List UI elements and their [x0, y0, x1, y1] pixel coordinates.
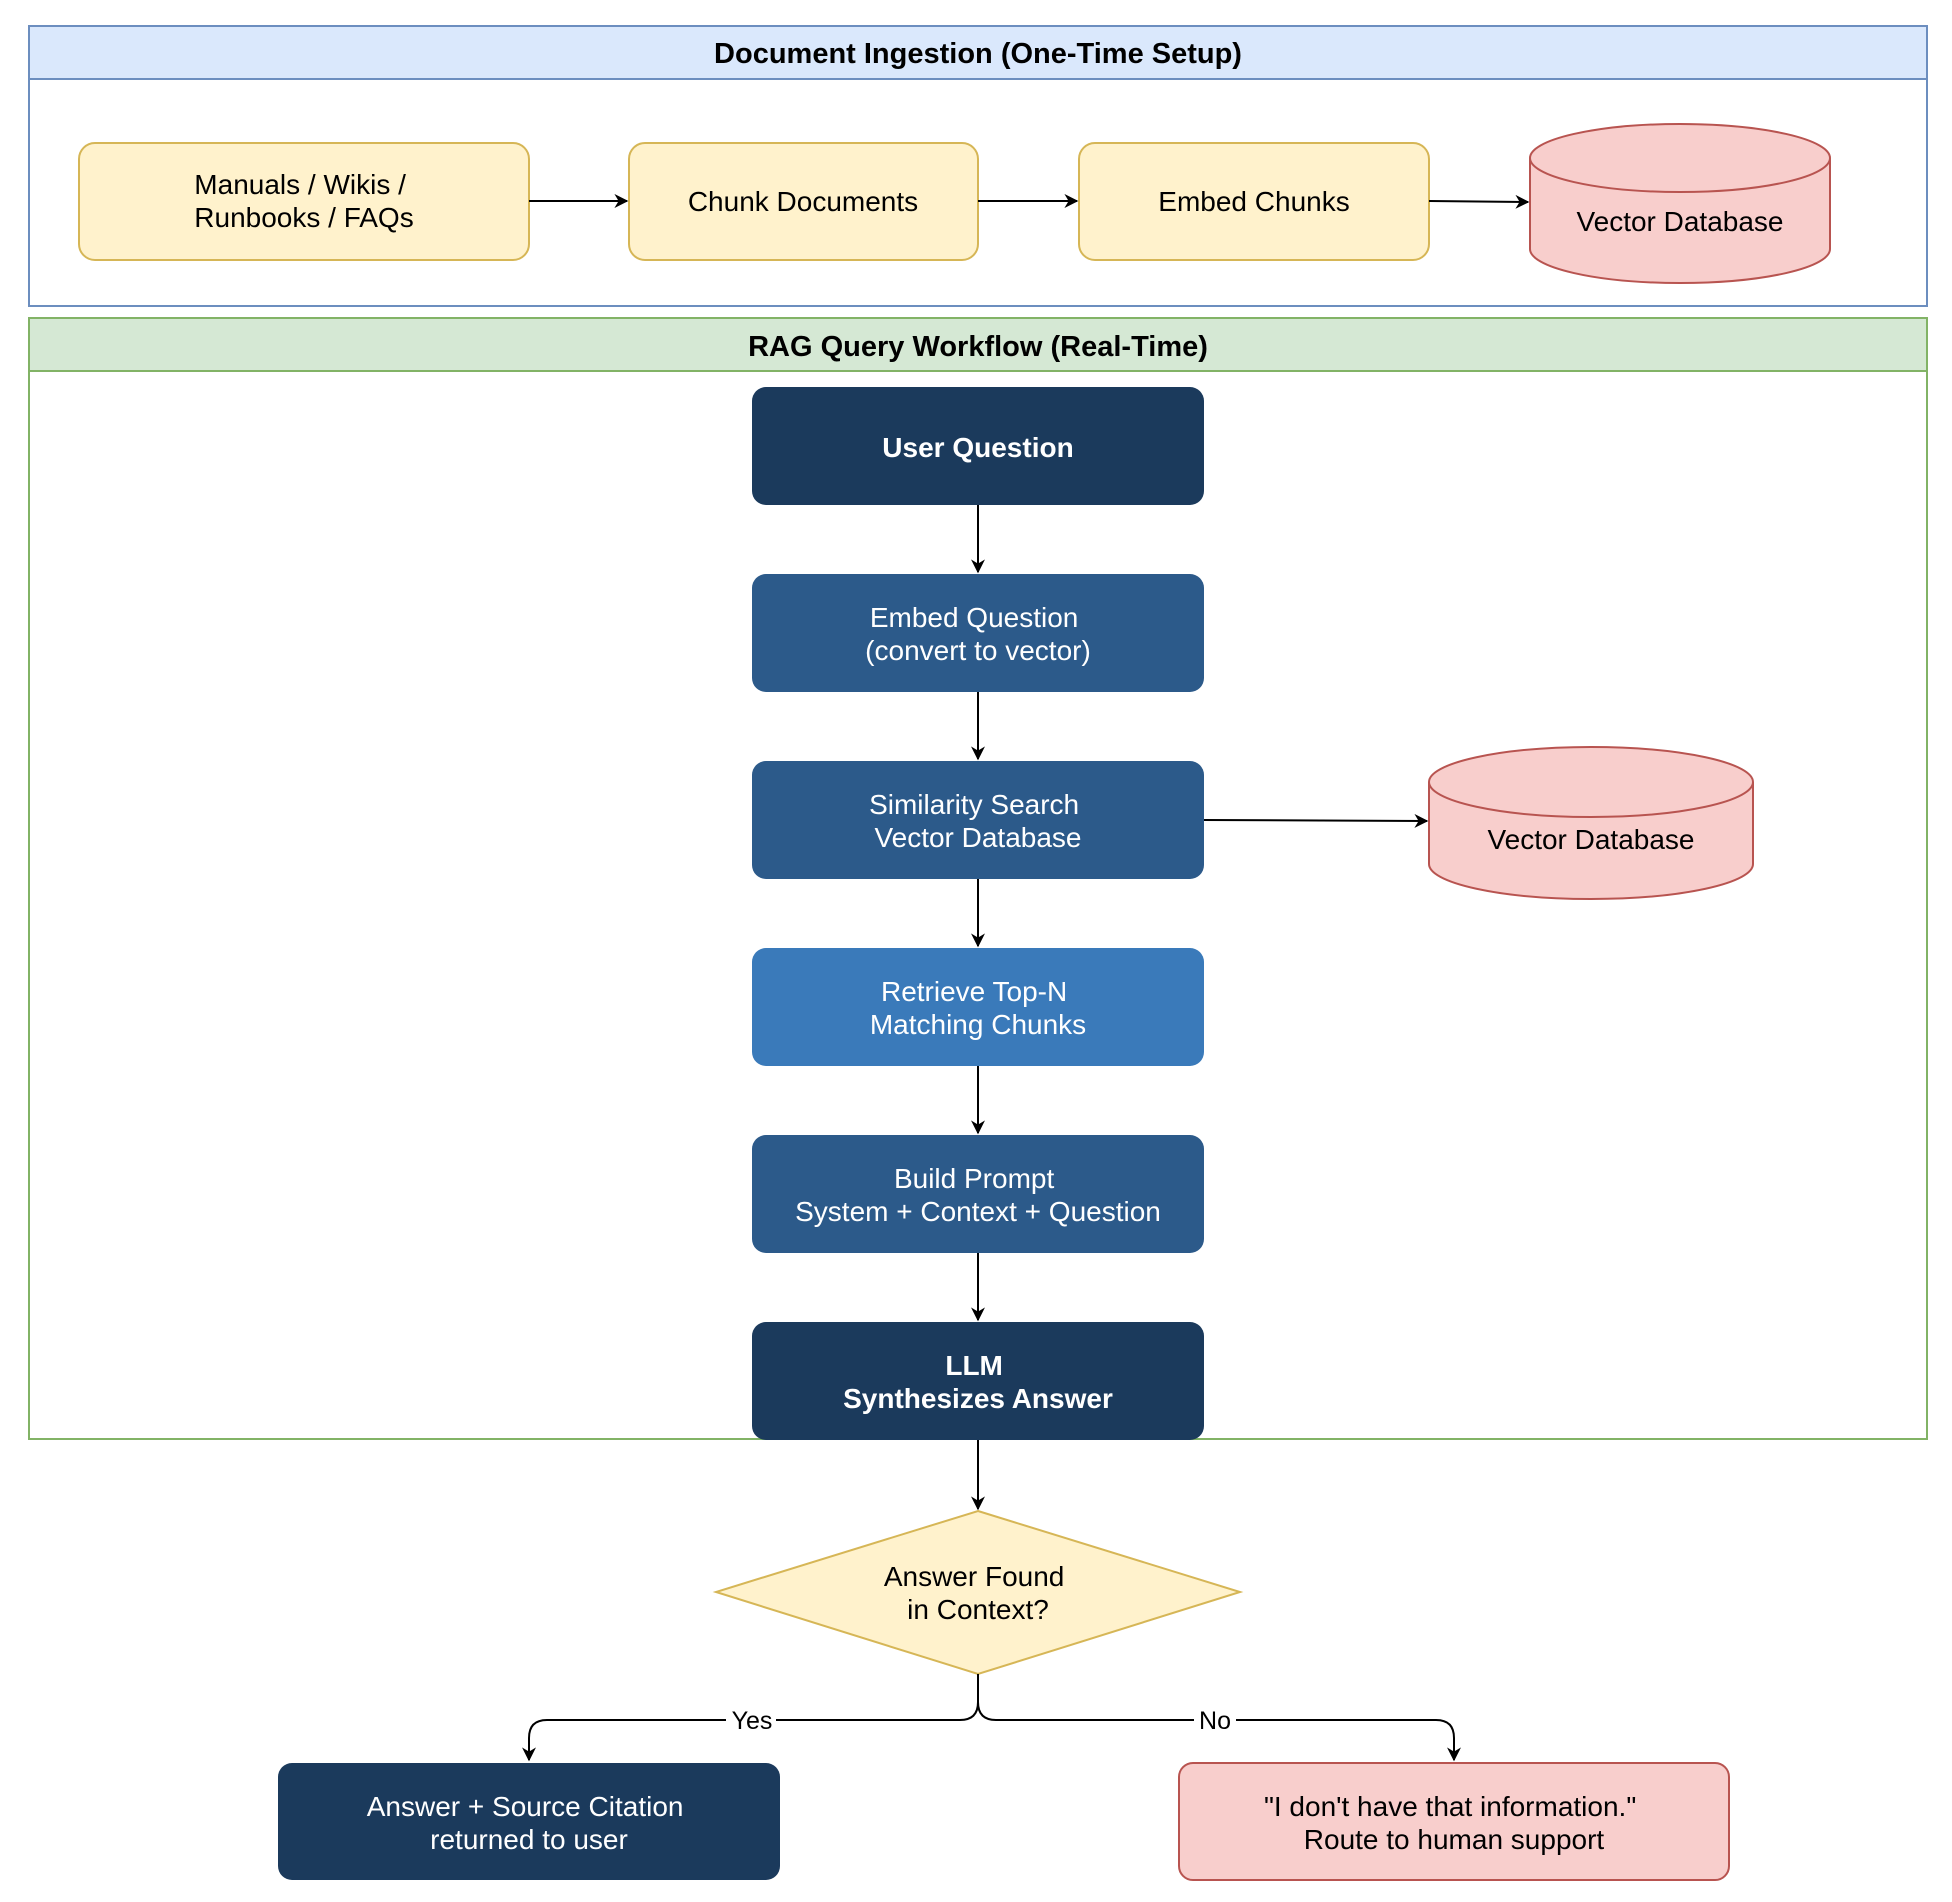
no-label: No [1199, 1707, 1231, 1735]
node-vector-database-ingestion: Vector Database [1529, 123, 1831, 284]
svg-text:Similarity Search Vector: Similarity Search Vector Database [869, 789, 1087, 853]
llm-line-2: Synthesizes Answer [843, 1383, 1113, 1414]
node-similarity-search: Similarity Search Vector Database [752, 761, 1204, 879]
no-result-line-1: "I don't have that information." [1264, 1791, 1636, 1822]
node-retrieve-top-n: Retrieve Top-N Matching Chunks [752, 948, 1204, 1066]
yes-result-line-2: returned to user [430, 1824, 628, 1855]
build-prompt-line-1: Build Prompt [894, 1163, 1055, 1194]
embed-question-line-2: (convert to vector) [865, 635, 1091, 666]
similarity-search-line-2: Vector Database [874, 822, 1081, 853]
query-title: RAG Query Workflow (Real-Time) [748, 331, 1208, 363]
sources-line-2: Runbooks / FAQs [194, 202, 413, 233]
retrieve-line-2: Matching Chunks [870, 1009, 1086, 1040]
node-decision: Answer Found in Context? [712, 1509, 1244, 1676]
vector-database-label-2: Vector Database [1487, 824, 1694, 855]
ingestion-title: Document Ingestion (One-Time Setup) [714, 38, 1242, 70]
arrow-embed-vectordb [1428, 194, 1530, 209]
embed-chunks-label: Embed Chunks [1158, 186, 1349, 217]
node-llm: LLM Synthesizes Answer [752, 1322, 1204, 1440]
svg-text:Answer + Source Citation: Answer + Source Citation returned to use… [367, 1791, 692, 1855]
decision-line-2: in Context? [907, 1594, 1049, 1625]
svg-text:"I don't have that information: "I don't have that information." Route t… [1264, 1791, 1644, 1855]
llm-line-1: LLM [945, 1350, 1003, 1381]
node-embed-chunks: Embed Chunks [1078, 142, 1430, 261]
svg-text:Embed Question (convert: Embed Question (convert to vector) [865, 602, 1091, 666]
node-no-result: "I don't have that information." Route t… [1178, 1762, 1730, 1881]
no-result-line-2: Route to human support [1304, 1824, 1605, 1855]
svg-text:Retrieve Top-N Matching: Retrieve Top-N Matching Chunks [870, 976, 1086, 1040]
node-sources: Manuals / Wikis / Runbooks / FAQs [78, 142, 530, 261]
svg-text:LLM Synthesizes Answer: LLM Synthesizes Answer [843, 1350, 1113, 1414]
svg-text:Answer Found in Context?: Answer Found in Context? [884, 1561, 1072, 1625]
svg-text:Build Prompt System + Co: Build Prompt System + Context + Question [795, 1163, 1161, 1227]
decision-line-1: Answer Found [884, 1561, 1065, 1592]
similarity-search-line-1: Similarity Search [869, 789, 1079, 820]
embed-question-line-1: Embed Question [870, 602, 1079, 633]
svg-text:Manuals / Wikis / Runboo: Manuals / Wikis / Runbooks / FAQs [194, 169, 413, 233]
vector-database-label-1: Vector Database [1576, 206, 1783, 237]
sources-line-1: Manuals / Wikis / [194, 169, 406, 200]
node-chunk-documents: Chunk Documents [628, 142, 979, 261]
build-prompt-line-2: System + Context + Question [795, 1196, 1161, 1227]
user-question-label: User Question [882, 432, 1073, 463]
yes-label: Yes [732, 1707, 773, 1735]
arrow-similarity-vectordb [1203, 813, 1429, 828]
node-yes-result: Answer + Source Citation returned to use… [278, 1763, 780, 1880]
retrieve-line-1: Retrieve Top-N [881, 976, 1067, 1007]
yes-result-line-1: Answer + Source Citation [367, 1791, 684, 1822]
chunk-documents-label: Chunk Documents [688, 186, 918, 217]
node-user-question: User Question [752, 387, 1204, 505]
node-embed-question: Embed Question (convert to vector) [752, 574, 1204, 692]
node-build-prompt: Build Prompt System + Context + Question [752, 1135, 1204, 1253]
node-vector-database-query: Vector Database [1428, 746, 1754, 900]
